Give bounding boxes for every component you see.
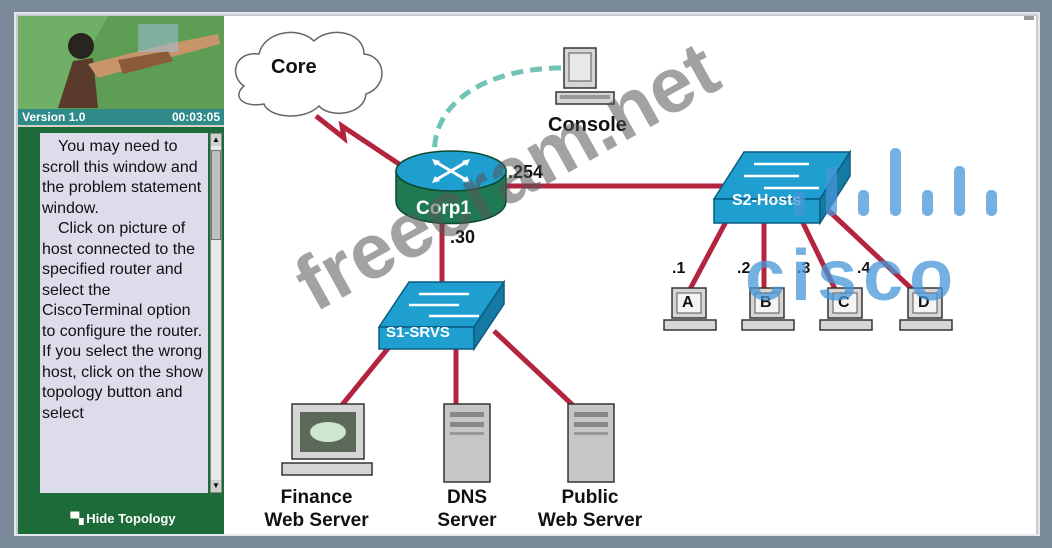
dns-server-icon [443, 403, 491, 483]
instruction-paragraph-1: You may need to scroll this window and t… [42, 138, 202, 217]
host-b-icon [741, 287, 795, 331]
finance-server-icon [281, 403, 373, 476]
topology-diagram: Core Console Corp1 .254 .30 S2-Hosts S1-… [224, 16, 1036, 534]
topology-canvas [234, 16, 1034, 483]
router-label[interactable]: Corp1 [416, 198, 471, 219]
core-label: Core [271, 56, 317, 78]
problem-statement: You may need to scroll this window and t… [40, 133, 208, 493]
problem-scrollbar[interactable]: ▲ ▼ [210, 133, 222, 493]
host-b-label[interactable]: B [760, 294, 772, 311]
router-ip-254: .254 [508, 162, 544, 182]
network-person-illustration [18, 16, 224, 109]
host-d-label[interactable]: D [918, 294, 930, 311]
problem-text-area: You may need to scroll this window and t… [18, 127, 224, 502]
router-ip-30: .30 [450, 227, 476, 247]
version-bar: Version 1.0 00:03:05 [18, 109, 224, 125]
s2-host-c-link [799, 219, 839, 293]
console-pc-icon [555, 47, 615, 105]
host-c-label[interactable]: C [838, 294, 850, 311]
finance-server-label[interactable]: Finance Web Server [254, 486, 379, 532]
switch-s1-icon [377, 279, 506, 352]
console-link [432, 65, 570, 167]
host-c-icon [819, 287, 873, 331]
finance-server-line2: Web Server [264, 510, 369, 531]
s2-host-a-link [686, 214, 732, 293]
host-a-icon [663, 287, 717, 331]
switch-s1-label[interactable]: S1-SRVS [386, 324, 450, 341]
public-server-label[interactable]: Public Web Server [526, 486, 654, 532]
s2-host-d-link [827, 209, 916, 293]
public-server-line2: Web Server [537, 510, 643, 531]
router-icon [395, 150, 507, 225]
close-icon [1024, 16, 1034, 20]
switch-s2-label[interactable]: S2-Hosts [732, 192, 802, 209]
topology-icon: ▝▚ [66, 512, 84, 525]
host-c-ip: .3 [797, 260, 811, 277]
header-photo [18, 16, 224, 109]
cisco-logo-text: cisco [745, 236, 960, 316]
cisco-bars-icon [794, 148, 997, 216]
hide-topology-button[interactable]: ▝▚ Hide Topology [18, 502, 224, 534]
host-d-icon [899, 287, 953, 331]
version-label: Version 1.0 [22, 110, 86, 124]
finance-server-line1: Finance [280, 487, 353, 508]
dns-server-label[interactable]: DNS Server [422, 486, 512, 532]
scroll-thumb[interactable] [211, 150, 221, 240]
host-b-ip: .2 [737, 260, 751, 277]
scroll-down-icon[interactable]: ▼ [211, 480, 221, 492]
scroll-up-icon[interactable]: ▲ [211, 134, 221, 146]
problem-panel: Version 1.0 00:03:05 You may need to scr… [18, 16, 224, 534]
timer-label: 00:03:05 [171, 110, 220, 124]
public-server-icon [567, 403, 615, 483]
s1-public-link [492, 329, 581, 413]
host-a-label[interactable]: A [682, 294, 694, 311]
host-a-ip: .1 [672, 260, 686, 277]
dns-server-line1: DNS [446, 487, 488, 508]
core-serial-link [314, 114, 404, 169]
core-cloud-icon [234, 31, 383, 117]
hide-topology-label: Hide Topology [86, 510, 176, 526]
host-d-ip: .4 [857, 260, 871, 277]
dns-server-line2: Server [437, 510, 497, 531]
public-server-line1: Public [561, 487, 619, 508]
instruction-paragraph-2: Click on picture of host connected to th… [42, 220, 203, 422]
console-label[interactable]: Console [548, 114, 627, 136]
